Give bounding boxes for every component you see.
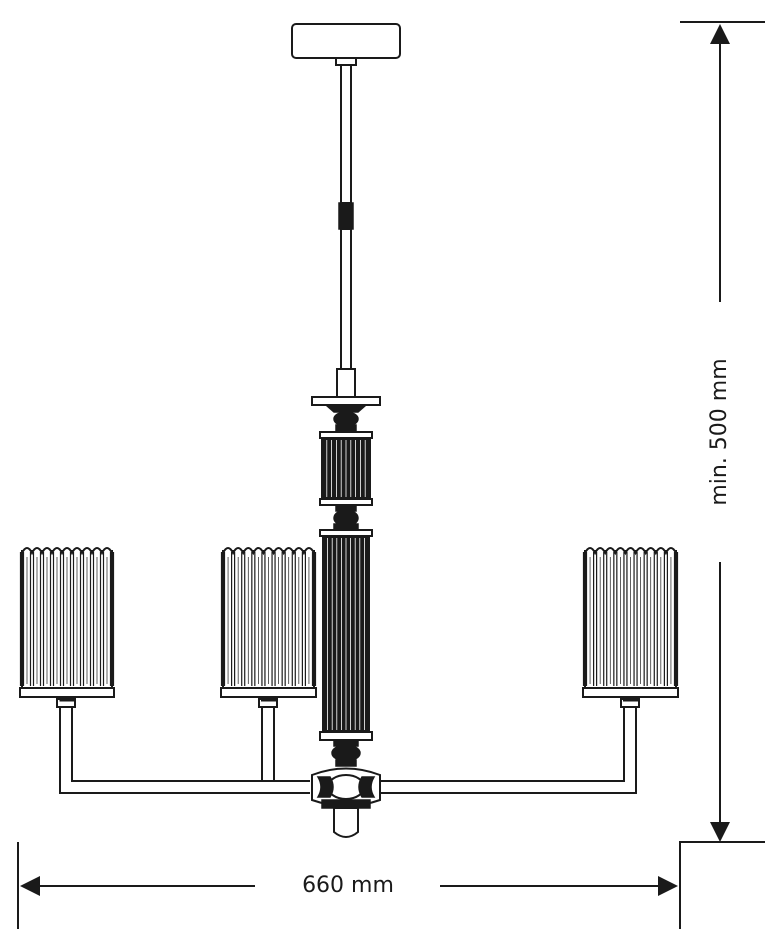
central-hub <box>311 767 381 838</box>
height-dimension: min. 500 mm <box>679 21 765 929</box>
lamp-shade-left <box>19 547 115 702</box>
lamp-shade-center <box>220 547 317 702</box>
width-dimension-label: 660 mm <box>302 873 394 898</box>
column-fluted-section-lower <box>322 535 370 733</box>
central-column <box>311 396 381 767</box>
lamp-shade-right <box>582 547 679 702</box>
width-dimension: 660 mm <box>17 842 678 929</box>
height-dimension-label: min. 500 mm <box>707 358 732 505</box>
suspension-rod <box>336 64 356 398</box>
ceiling-canopy <box>291 23 401 66</box>
column-fluted-section-upper <box>321 437 371 500</box>
